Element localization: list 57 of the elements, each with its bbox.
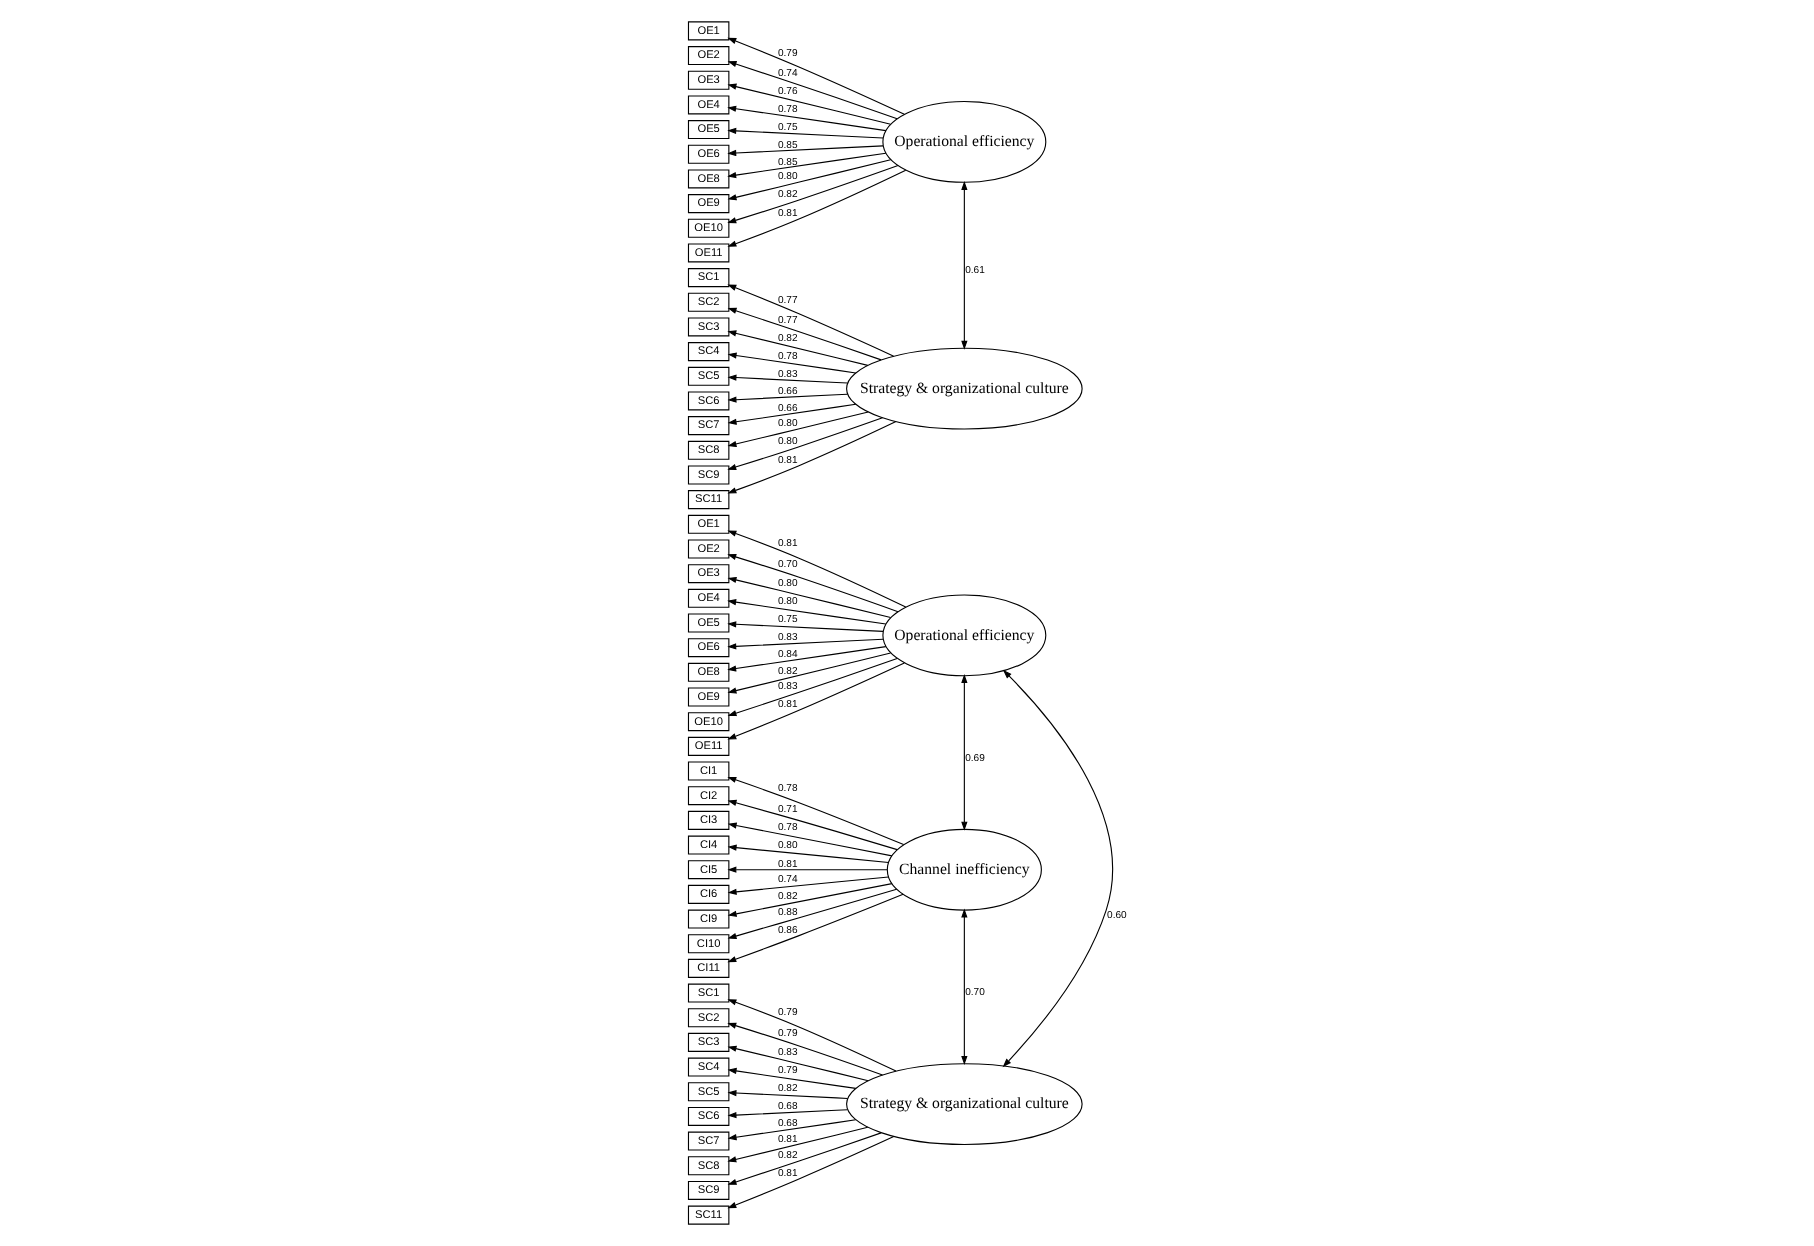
arrow <box>726 553 898 613</box>
arrow <box>1001 669 1113 1068</box>
arrow <box>726 83 891 125</box>
arrow <box>726 530 906 608</box>
arrow <box>726 37 904 115</box>
arrow <box>726 152 886 179</box>
arrow <box>726 284 894 357</box>
arrow <box>726 799 897 851</box>
arrow <box>726 638 883 650</box>
arrow <box>726 105 886 132</box>
arrow <box>960 908 967 1066</box>
arrow <box>726 866 887 873</box>
arrow <box>726 1045 868 1082</box>
arrow <box>726 888 897 940</box>
arrow <box>726 165 898 224</box>
arrow <box>726 374 848 384</box>
arrow <box>726 646 886 672</box>
arrow <box>726 307 881 361</box>
arrow <box>726 1067 856 1089</box>
arrow <box>726 411 868 448</box>
arrow <box>726 1126 868 1163</box>
arrow <box>726 883 892 917</box>
node-ellipse: Operational efficiency <box>881 101 1046 183</box>
arrow <box>726 776 904 846</box>
arrow <box>726 876 889 895</box>
arrow <box>726 999 896 1072</box>
arrow <box>726 1119 856 1141</box>
arrow <box>726 599 886 625</box>
arrow <box>726 159 891 201</box>
arrow <box>726 127 883 139</box>
arrow <box>726 393 848 403</box>
arrow <box>960 180 967 350</box>
arrow <box>726 844 889 863</box>
arrow <box>726 1136 894 1209</box>
arrow <box>726 662 904 740</box>
arrow <box>726 417 883 470</box>
arrow <box>726 145 883 157</box>
arrow <box>726 1109 848 1119</box>
arrow <box>726 658 897 717</box>
arrow <box>726 1022 883 1076</box>
arrow <box>726 621 883 632</box>
arrow <box>726 169 906 247</box>
arrow <box>726 330 868 366</box>
arrow <box>726 403 856 425</box>
arrow <box>726 652 891 694</box>
node-ellipse: Strategy & organizational culture <box>845 1063 1082 1145</box>
arrow <box>726 822 892 857</box>
node-ellipse: Channel inefficiency <box>885 828 1041 911</box>
node-ellipse: Strategy & organizational culture <box>845 347 1082 430</box>
arrow <box>726 576 891 619</box>
arrow <box>726 61 897 120</box>
arrow <box>726 893 903 963</box>
arrow <box>726 1089 848 1099</box>
arrow <box>726 421 896 494</box>
arrow <box>726 352 856 374</box>
arrow <box>726 1132 881 1185</box>
arrow <box>960 674 967 831</box>
